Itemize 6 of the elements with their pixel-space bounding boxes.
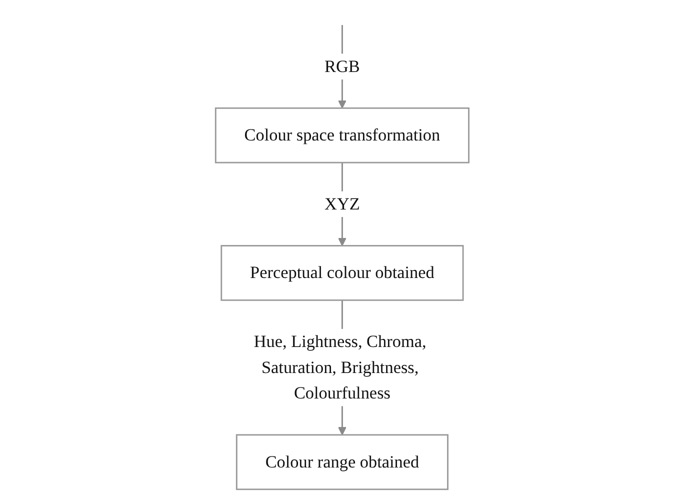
edge-label: RGB	[324, 56, 360, 76]
edge-label: XYZ	[324, 194, 360, 214]
node-box: Colour space transformation	[214, 107, 470, 164]
edge-label: Hue, Lightness, Chroma, Saturation, Brightness, Colourfulness	[254, 332, 426, 402]
node-box: Colour range obtained	[236, 434, 448, 490]
node-box: Perceptual colour obtained	[220, 245, 464, 301]
